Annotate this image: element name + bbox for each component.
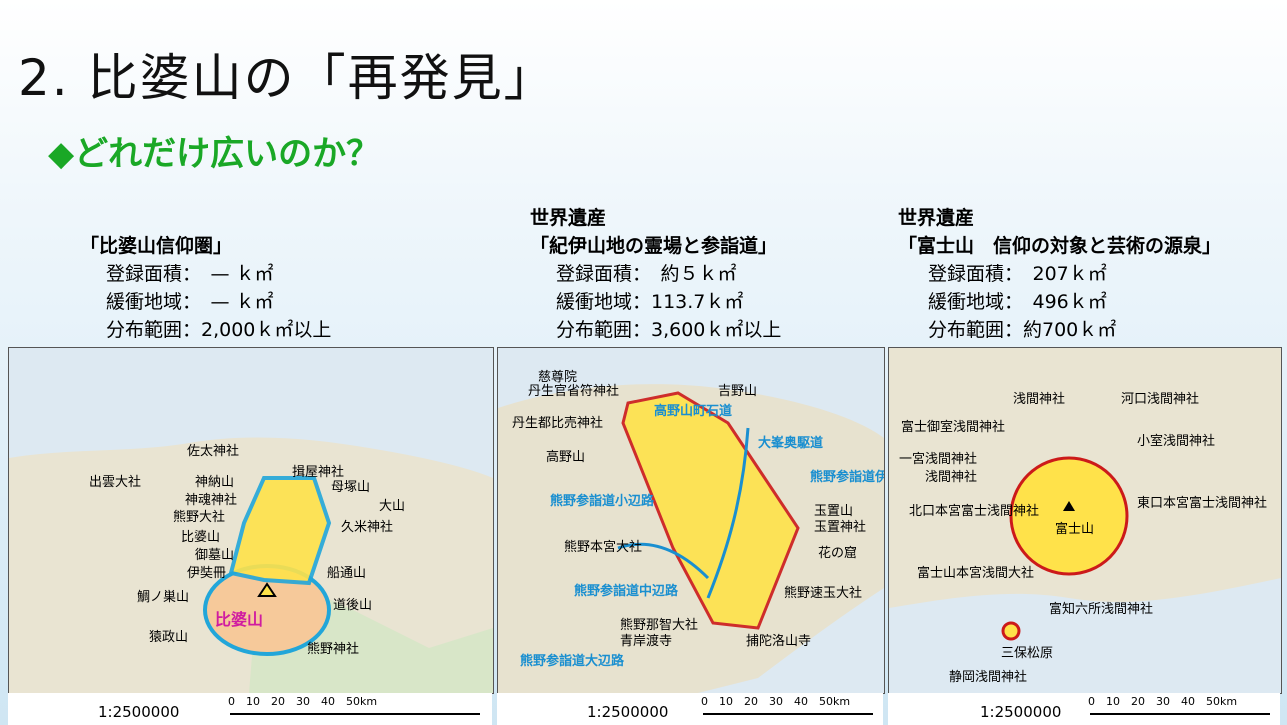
map-label: 大山 [379,499,406,514]
stat-buffer-zone: 緩衝地域： — ｋ㎡ [106,291,274,313]
scale-bar: 1:2500000 0 10 20 30 40 50km [8,693,492,725]
stat-distribution: 分布範囲：2,000ｋ㎡以上 [106,319,332,341]
map-label: 熊野那智大社 [620,618,699,633]
scale-line [703,713,873,715]
map-label: 比婆山 [181,530,221,545]
map-label: 富士御室浅間神社 [901,420,1006,435]
map-fuji-graphic [889,348,1281,693]
map-label: 花の窟 [818,546,858,561]
scale-ratio: 1:2500000 [98,703,180,721]
map-label: 母塚山 [331,480,371,495]
map-label: 出雲大社 [89,475,142,490]
map-label: 丹生官省符神社 [528,384,620,399]
map-center-label: 比婆山 [215,610,264,629]
map-label: 神魂神社 [185,493,238,508]
route-label: 熊野参詣道小辺路 [550,494,655,509]
map-kii-graphic [498,348,884,693]
column-heading1: 世界遺産 [530,207,607,229]
map-label: 玉置山 [814,504,854,519]
map-label: 船通山 [327,566,367,581]
map-label: 鯛ノ巣山 [137,590,190,605]
route-label: 熊野参詣道大辺路 [520,654,625,669]
map-label: 猿政山 [149,630,189,645]
map-label: 小室浅間神社 [1137,434,1216,449]
map-label: 静岡浅間神社 [949,670,1028,685]
scale-ratio: 1:2500000 [980,703,1062,721]
map-label: 浅間神社 [1013,392,1066,407]
map-label: 御墓山 [195,548,235,563]
route-label: 大峯奥駆道 [758,436,824,451]
column-heading2: 「紀伊山地の霊場と参詣道」 [530,235,778,257]
map-label: 佐太神社 [187,444,240,459]
map-fuji: 浅間神社 河口浅間神社 富士御室浅間神社 小室浅間神社 一宮浅間神社 浅間神社 … [888,347,1282,694]
stat-distribution: 分布範囲：約700ｋ㎡ [928,319,1117,341]
map-label: 青岸渡寺 [620,634,673,649]
map-label: 熊野本宮大社 [564,540,643,555]
route-label: 高野山町石道 [654,404,733,419]
column-heading1: 世界遺産 [898,207,975,229]
stat-buffer-zone: 緩衝地域：113.7ｋ㎡ [556,291,744,313]
column-kii: 世界遺産 「紀伊山地の霊場と参詣道」 登録面積： 約５ｋ㎡ 緩衝地域：113.7… [530,204,781,344]
map-label: 北口本宮富士浅間神社 [909,504,1040,519]
map-label: 丹生都比売神社 [512,416,604,431]
column-hiba: 「比婆山信仰圏」 登録面積： — ｋ㎡ 緩衝地域： — ｋ㎡ 分布範囲：2,00… [80,204,331,344]
map-hiba-graphic [9,348,493,693]
column-fuji: 世界遺産 「富士山 信仰の対象と芸術の源泉」 登録面積： 207ｋ㎡ 緩衝地域：… [898,204,1221,344]
map-label: 河口浅間神社 [1121,392,1200,407]
map-label: 富士山 [1055,522,1095,537]
map-hiba: 佐太神社 出雲大社 揖屋神社 母塚山 神納山 神魂神社 大山 熊野大社 比婆山 … [8,347,494,694]
map-label: 三保松原 [1001,646,1054,661]
map-label: 神納山 [195,475,235,490]
map-label: 道後山 [333,598,373,613]
map-label: 高野山 [546,450,586,465]
map-label: 富士山本宮浅間大社 [917,566,1035,581]
map-label: 東口本宮富士浅間神社 [1137,496,1268,511]
stat-registered-area: 登録面積： 207ｋ㎡ [928,263,1107,285]
stat-distribution: 分布範囲：3,600ｋ㎡以上 [556,319,782,341]
map-label: 富知六所浅間神社 [1049,602,1154,617]
page-subtitle: ◆どれだけ広いのか？ [48,134,381,174]
map-label: 揖屋神社 [292,465,345,480]
map-label: 一宮浅間神社 [899,452,978,467]
column-heading2: 「富士山 信仰の対象と芸術の源泉」 [898,235,1222,257]
scale-bar: 1:2500000 0 10 20 30 40 50km [888,693,1280,725]
map-label: 慈尊院 [538,370,578,385]
stat-registered-area: 登録面積： — ｋ㎡ [106,263,274,285]
scale-ticks: 0 10 20 30 40 50km [1088,695,1238,708]
scale-ratio: 1:2500000 [587,703,669,721]
route-label: 熊野参詣道中辺路 [574,584,679,599]
map-label: 浅間神社 [925,470,978,485]
scale-ticks: 0 10 20 30 40 50km [701,695,851,708]
map-kii: 慈尊院 丹生官省符神社 丹生都比売神社 吉野山 高野山 熊野本宮大社 玉置山 玉… [497,347,885,694]
stat-buffer-zone: 緩衝地域： 496ｋ㎡ [928,291,1107,313]
map-label: 久米神社 [341,520,394,535]
map-label: 熊野神社 [307,642,360,657]
map-label: 捕陀洛山寺 [746,634,812,649]
column-heading2: 「比婆山信仰圏」 [80,235,233,257]
map-label: 吉野山 [718,384,758,399]
scale-line [1090,713,1270,715]
map-label: 玉置神社 [814,520,867,535]
map-label: 熊野速玉大社 [784,586,863,601]
map-label: 熊野大社 [173,510,226,525]
scale-line [230,713,480,715]
scale-ticks: 0 10 20 30 40 50km [228,695,378,708]
route-label: 熊野参詣道伊勢路 [810,470,884,485]
page-title: 2. 比婆山の「再発見」 [18,49,556,107]
column-heading1 [80,204,331,232]
scale-bar: 1:2500000 0 10 20 30 40 50km [497,693,883,725]
map-label: 伊奘冊 [187,566,227,581]
stat-registered-area: 登録面積： 約５ｋ㎡ [556,263,737,285]
